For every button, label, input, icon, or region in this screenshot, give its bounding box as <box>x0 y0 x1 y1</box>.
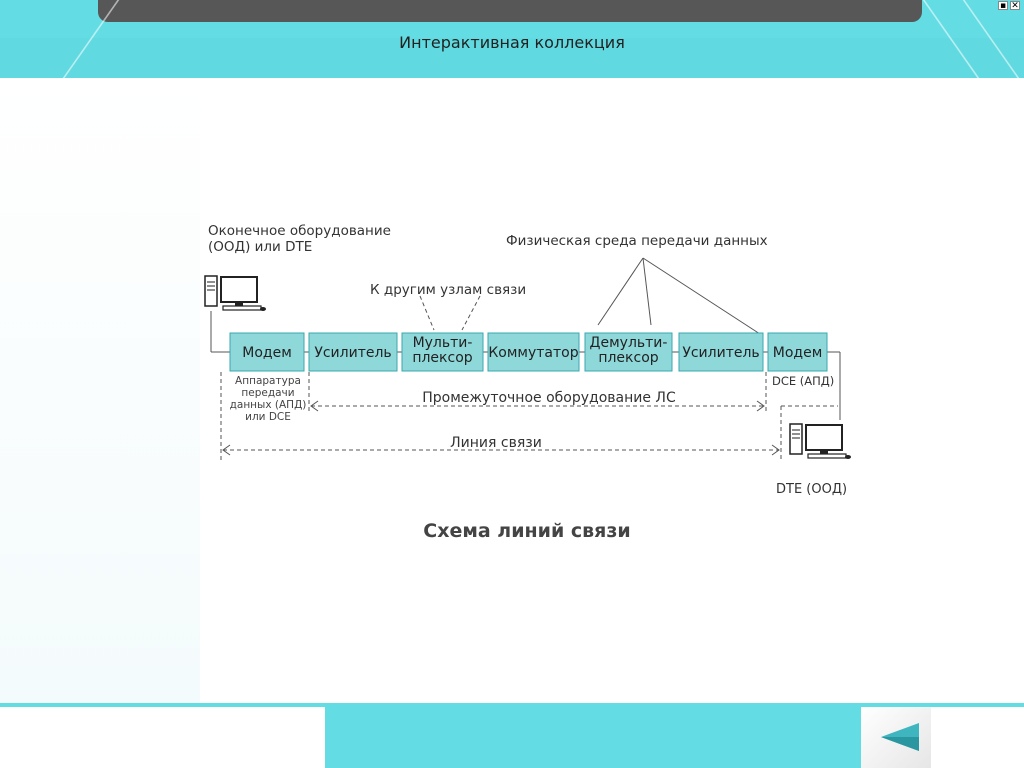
side-gradient <box>0 78 200 703</box>
block-label: Модем <box>242 345 292 361</box>
footer-bar <box>0 703 1024 768</box>
block-label: Модем <box>773 345 823 361</box>
computer-icon <box>204 275 267 312</box>
diagram-block: Мульти-плексор <box>401 332 484 372</box>
footer-panel <box>325 707 861 768</box>
other-nodes-label: К другим узлам связи <box>370 282 526 298</box>
computer-icon <box>789 423 852 460</box>
back-button[interactable] <box>861 707 931 768</box>
physical-medium-label: Физическая среда передачи данных <box>506 233 768 249</box>
dte-right-label: DTE (ООД) <box>776 482 847 497</box>
page-title: Интерактивная коллекция <box>399 33 625 52</box>
block-label: Усилитель <box>682 345 759 361</box>
block-rect <box>584 332 673 372</box>
minimize-button[interactable]: ▪ <box>998 1 1008 11</box>
dashed-lines <box>220 295 838 460</box>
close-button[interactable]: ✕ <box>1010 1 1020 11</box>
block-rect <box>487 332 580 372</box>
block-label: Мульти- <box>413 335 473 351</box>
block-label: Усилитель <box>314 345 391 361</box>
apd-label-1: Аппаратура <box>235 375 301 387</box>
arrow-heads <box>222 400 780 456</box>
dce-right-label: DCE (АПД) <box>772 374 834 388</box>
header-bar: Интерактивная коллекция ▪ ✕ <box>0 0 1024 78</box>
end-equipment-label-1: Оконечное оборудование <box>208 223 391 239</box>
block-rect <box>308 332 398 372</box>
block-label: плексор <box>412 350 472 366</box>
diagram-caption: Схема линий связи <box>423 520 631 542</box>
apd-label-2: передачи <box>241 387 294 399</box>
header-strip <box>0 38 1024 78</box>
apd-label-4: или DCE <box>245 411 291 423</box>
diagram-block: Усилитель <box>678 332 764 372</box>
block-rect <box>229 332 305 372</box>
diagram-block: Модем <box>767 332 828 372</box>
diagram-block: Модем <box>229 332 305 372</box>
diagram-block: Демульти-плексор <box>584 332 673 372</box>
block-label: Демульти- <box>590 335 668 351</box>
footer-line <box>0 703 1024 707</box>
block-rect <box>767 332 828 372</box>
diagram-block: Усилитель <box>308 332 398 372</box>
diagram-block: Коммутатор <box>487 332 580 372</box>
end-equipment-label-2: (ООД) или DTE <box>208 239 312 255</box>
block-label: Коммутатор <box>488 345 578 361</box>
back-arrow-icon <box>881 723 919 751</box>
block-rect <box>401 332 484 372</box>
line-label: Линия связи <box>450 435 542 451</box>
apd-label-3: данных (АПД) <box>230 399 307 411</box>
connector-lines <box>210 257 841 420</box>
block-label: плексор <box>598 350 658 366</box>
intermediate-equipment-label: Промежуточное оборудование ЛС <box>422 390 676 406</box>
block-rect <box>678 332 764 372</box>
header-dark-bar <box>98 0 922 22</box>
